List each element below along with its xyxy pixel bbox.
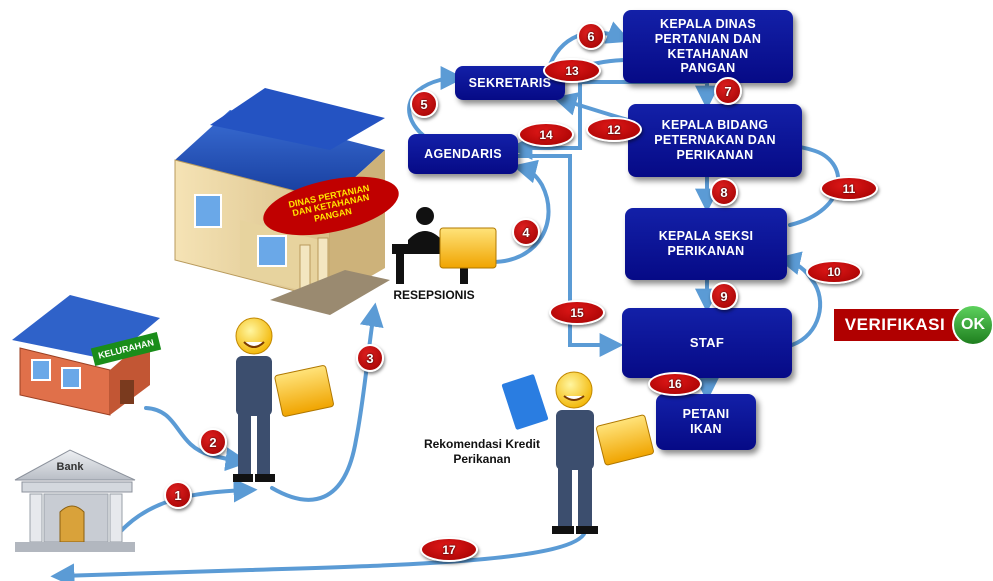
- step-badge-13: 13: [543, 58, 601, 83]
- box-agendaris: AGENDARIS: [408, 134, 518, 174]
- rekomendasi-label: Rekomendasi Kredit Perikanan: [423, 437, 541, 466]
- step-badge-8: 8: [710, 178, 738, 206]
- box-kepala-dinas: KEPALA DINAS PERTANIAN DAN KETAHANAN PAN…: [623, 10, 793, 83]
- recipient-figure-icon: [501, 371, 654, 534]
- step-badge-9: 9: [710, 282, 738, 310]
- applicant-figure-icon: [233, 317, 334, 482]
- step-badge-17: 17: [420, 537, 478, 562]
- step-badge-12: 12: [586, 117, 642, 142]
- arrow-15: [516, 154, 624, 357]
- box-staf: STAF: [622, 308, 792, 378]
- arrow-10: [776, 251, 823, 347]
- step-badge-2: 2: [199, 428, 227, 456]
- step-badge-6: 6: [577, 22, 605, 50]
- box-petani: PETANI IKAN: [656, 394, 756, 450]
- step-badge-7: 7: [714, 77, 742, 105]
- verification-bar: [834, 304, 993, 346]
- step-badge-10: 10: [806, 260, 862, 284]
- arrow-17: [50, 530, 587, 581]
- arrow-5: [407, 66, 465, 138]
- step-badge-14: 14: [518, 122, 574, 147]
- arrow-4: [490, 159, 551, 264]
- step-badge-1: 1: [164, 481, 192, 509]
- arrow-2: [144, 406, 250, 472]
- step-badge-15: 15: [549, 300, 605, 325]
- step-badge-4: 4: [512, 218, 540, 246]
- ok-label: OK: [961, 316, 985, 333]
- receptionist-icon: [392, 207, 497, 284]
- box-kepala-bidang: KEPALA BIDANG PETERNAKAN DAN PERIKANAN: [628, 104, 802, 177]
- verifikasi-label: VERIFIKASI: [844, 315, 946, 334]
- box-kepala-seksi: KEPALA SEKSI PERIKANAN: [625, 208, 787, 280]
- resepsionis-label: RESEPSIONIS: [393, 288, 475, 302]
- step-badge-16: 16: [648, 372, 702, 396]
- bank-sign: Bank: [56, 461, 84, 473]
- step-badge-5: 5: [410, 90, 438, 118]
- step-badge-11: 11: [820, 176, 878, 201]
- bank-building-icon: [14, 449, 136, 552]
- step-badge-3: 3: [356, 344, 384, 372]
